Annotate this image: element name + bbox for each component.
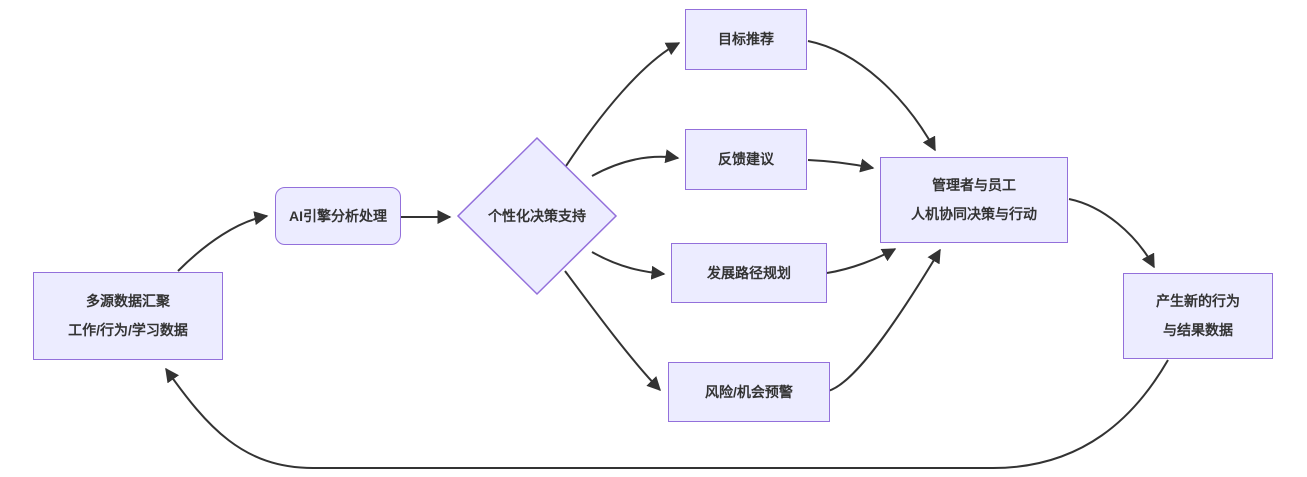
- node-source-line2: 工作/行为/学习数据: [68, 322, 188, 338]
- node-development-path: 发展路径规划: [671, 243, 827, 303]
- node-manager-employee: 管理者与员工 人机协同决策与行动: [880, 157, 1068, 243]
- edge-decision-to-goal: [565, 42, 681, 167]
- node-source-line1: 多源数据汇聚: [86, 293, 170, 310]
- node-result-line1: 产生新的行为: [1156, 293, 1240, 310]
- node-decision-support: 个性化决策支持: [457, 196, 617, 236]
- edge-devpath-to-manager: [826, 248, 897, 274]
- node-manager-line2: 人机协同决策与行动: [911, 206, 1037, 222]
- edge-decision-to-feedback: [591, 149, 680, 177]
- edge-result-to-source: [165, 359, 1169, 469]
- node-risk-label: 风险/机会预警: [705, 383, 793, 400]
- node-devpath-label: 发展路径规划: [707, 264, 791, 281]
- node-goal-label: 目标推荐: [718, 31, 774, 48]
- node-new-behavior-result: 产生新的行为 与结果数据: [1123, 273, 1273, 359]
- edge-feedback-to-manager: [807, 158, 875, 173]
- node-source-data: 多源数据汇聚 工作/行为/学习数据: [33, 272, 223, 360]
- node-feedback-suggestion: 反馈建议: [685, 129, 807, 190]
- node-risk-warning: 风险/机会预警: [668, 362, 830, 422]
- node-ai-label: AI引擎分析处理: [289, 207, 387, 224]
- node-ai-engine: AI引擎分析处理: [275, 187, 401, 245]
- node-goal-recommendation: 目标推荐: [685, 9, 807, 70]
- edge-decision-to-devpath: [591, 251, 666, 280]
- edge-decision-to-risk: [564, 270, 661, 392]
- node-manager-line1: 管理者与员工: [932, 177, 1016, 194]
- node-result-line2: 与结果数据: [1163, 322, 1233, 338]
- edge-risk-to-manager: [827, 248, 941, 392]
- node-decision-label: 个性化决策支持: [488, 208, 586, 224]
- node-feedback-label: 反馈建议: [718, 151, 774, 168]
- edge-source-to-ai: [177, 211, 269, 272]
- edge-manager-to-result: [1068, 198, 1155, 269]
- edge-goal-to-manager: [807, 40, 936, 152]
